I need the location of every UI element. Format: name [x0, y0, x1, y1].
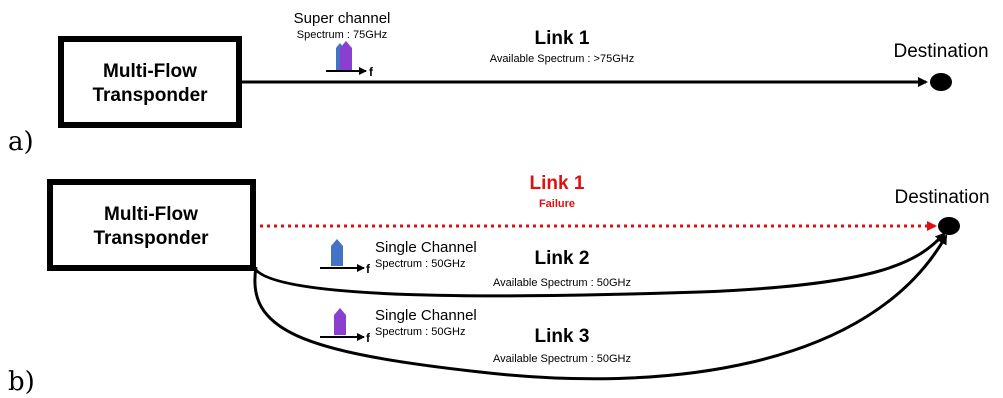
- link1-title-a: Link 1: [535, 28, 590, 49]
- single-channel-icon-link2: [320, 239, 365, 272]
- link2-curve: [251, 232, 946, 298]
- link3-curve: [253, 234, 948, 381]
- transponder-box-b: [47, 179, 256, 271]
- link3-channel-title: Single Channel: [375, 307, 477, 324]
- link1-failure-status: Failure: [539, 198, 575, 210]
- link3-channel-spectrum: Spectrum : 50GHz: [375, 326, 465, 338]
- freq-label-a: f: [369, 65, 374, 79]
- super-channel-spectrum: Spectrum : 75GHz: [297, 29, 387, 41]
- panel-b: b) Multi-Flow Transponder Link 1 Failure…: [8, 173, 990, 397]
- panel-a: a) Multi-Flow Transponder f Super channe…: [8, 10, 989, 157]
- super-channel-icon: [326, 41, 367, 75]
- freq-label-link2: f: [366, 262, 371, 276]
- panel-a-label: a): [8, 127, 34, 157]
- link2-title: Link 2: [535, 248, 590, 269]
- super-channel-title: Super channel: [294, 10, 391, 27]
- destination-node-b: [938, 217, 960, 235]
- link3-title: Link 3: [535, 326, 590, 347]
- destination-node-a: [930, 73, 952, 91]
- transponder-b-line1: Multi-Flow: [104, 204, 198, 225]
- destination-label-b: Destination: [894, 187, 989, 208]
- transponder-a-line1: Multi-Flow: [103, 61, 197, 82]
- link1-available-a: Available Spectrum : >75GHz: [490, 53, 634, 65]
- link2-channel-title: Single Channel: [375, 239, 477, 256]
- link1-failed-title: Link 1: [530, 173, 585, 194]
- destination-label-a: Destination: [893, 41, 988, 62]
- transponder-a-line2: Transponder: [92, 85, 208, 106]
- link2-available: Available Spectrum : 50GHz: [493, 277, 631, 289]
- transponder-box-a: [58, 36, 242, 128]
- freq-label-link3: f: [366, 331, 371, 345]
- transponder-b-line2: Transponder: [93, 228, 209, 249]
- single-channel-icon-link3: [320, 308, 365, 341]
- link3-available: Available Spectrum : 50GHz: [493, 353, 631, 365]
- panel-b-label: b): [8, 367, 35, 397]
- link2-channel-spectrum: Spectrum : 50GHz: [375, 258, 465, 270]
